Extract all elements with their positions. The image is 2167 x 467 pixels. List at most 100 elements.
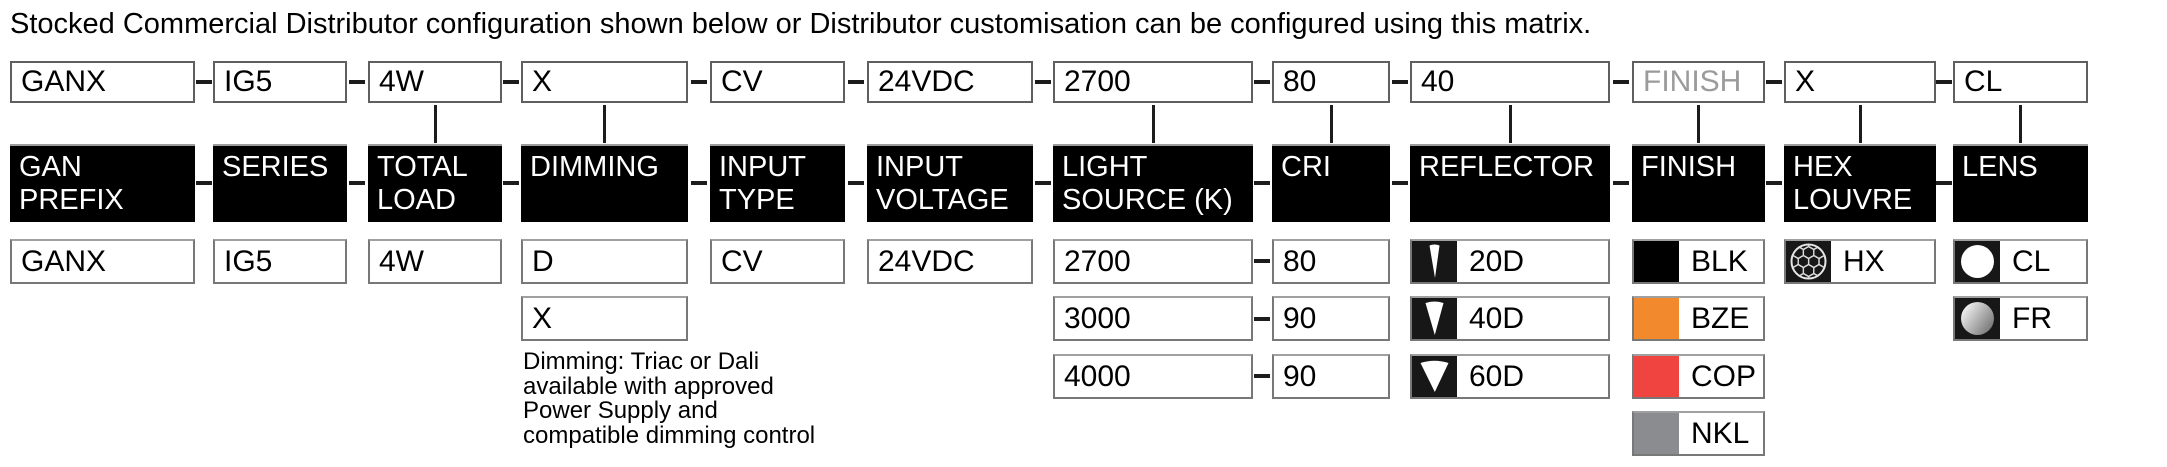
option-label: 4W: [379, 244, 424, 278]
header-series: SERIES: [213, 144, 347, 222]
option-label: 4000: [1064, 359, 1131, 393]
option-label: 80: [1283, 244, 1317, 278]
option-label: 60D: [1469, 359, 1525, 393]
option-2700k: 2700: [1053, 239, 1253, 284]
dash: [503, 181, 519, 185]
option-label: 2700: [1064, 244, 1131, 278]
option-3000k: 3000: [1053, 296, 1253, 341]
column-dimming: X DIMMING D X Dimming: Triac or Dali ava…: [521, 0, 815, 467]
option-label: X: [532, 301, 553, 335]
header-finish: FINISH: [1632, 144, 1765, 222]
option-label: CV: [721, 244, 763, 278]
dash: [1254, 181, 1270, 185]
column-input-type: CV INPUT TYPE CV: [710, 0, 845, 467]
option-label: BLK: [1691, 244, 1748, 278]
option-ig5: IG5: [213, 239, 347, 284]
dash: [1392, 80, 1408, 84]
connector-line: [603, 105, 606, 143]
header-hex-louvre: HEX LOUVRE: [1784, 144, 1936, 222]
option-label: CL: [2012, 244, 2051, 278]
dash: [848, 80, 864, 84]
connector-line: [434, 105, 437, 143]
option-hex-louvre-hx: HX: [1784, 239, 1936, 284]
dash: [1392, 181, 1408, 185]
option-ganx: GANX: [10, 239, 195, 284]
connector-line: [1152, 105, 1155, 143]
connector-line: [1859, 105, 1862, 143]
beam-medium-icon: [1412, 298, 1457, 339]
option-label: 40D: [1469, 301, 1525, 335]
page-title: Stocked Commercial Distributor configura…: [10, 8, 1592, 40]
dash: [848, 181, 864, 185]
option-dimming-x: X: [521, 296, 688, 341]
connector-line: [1509, 105, 1512, 143]
option-finish-blk: BLK: [1632, 239, 1765, 284]
option-reflector-40d: 40D: [1410, 296, 1610, 341]
dash: [1613, 80, 1629, 84]
dash: [1254, 374, 1270, 378]
option-label: FR: [2012, 301, 2052, 335]
code-box-cri: 80: [1272, 61, 1390, 103]
copper-swatch: [1634, 356, 1679, 397]
code-box-total-load: 4W: [368, 61, 502, 103]
code-box-hex-louvre: X: [1784, 61, 1936, 103]
code-box-input-voltage: 24VDC: [867, 61, 1033, 103]
column-input-voltage: 24VDC INPUT VOLTAGE 24VDC: [867, 0, 1033, 467]
dash: [1254, 259, 1270, 263]
header-input-voltage: INPUT VOLTAGE: [867, 144, 1033, 222]
code-box-series: IG5: [213, 61, 347, 103]
column-light-source: 2700 LIGHT SOURCE (K) 2700 3000 4000: [1053, 0, 1253, 467]
header-cri: CRI: [1272, 144, 1390, 222]
connector-line: [2019, 105, 2022, 143]
dash: [196, 181, 212, 185]
dash: [349, 80, 365, 84]
dash: [196, 80, 212, 84]
option-label: D: [532, 244, 554, 278]
code-box-reflector: 40: [1410, 61, 1610, 103]
connector-line: [1697, 105, 1700, 143]
option-finish-nkl: NKL: [1632, 411, 1765, 456]
column-hex-louvre: X HEX LOUVRE: [1784, 0, 1936, 467]
option-cv: CV: [710, 239, 845, 284]
black-swatch: [1634, 241, 1679, 282]
option-dimming-d: D: [521, 239, 688, 284]
header-dimming: DIMMING: [521, 144, 688, 222]
column-reflector: 40 REFLECTOR 20D 40D 60D: [1410, 0, 1610, 467]
column-lens: CL LENS CL FR: [1953, 0, 2088, 467]
column-finish: FINISH FINISH BLK BZE COP NKL: [1632, 0, 1765, 467]
header-reflector: REFLECTOR: [1410, 144, 1610, 222]
dash: [691, 80, 707, 84]
code-box-light-source: 2700: [1053, 61, 1253, 103]
option-24vdc: 24VDC: [867, 239, 1033, 284]
header-total-load: TOTAL LOAD: [368, 144, 502, 222]
dash: [1035, 80, 1051, 84]
option-label: 90: [1283, 359, 1317, 393]
code-box-finish: FINISH: [1632, 61, 1765, 103]
option-label: NKL: [1691, 416, 1750, 450]
dash: [1035, 181, 1051, 185]
option-label: 90: [1283, 301, 1317, 335]
option-label: HX: [1843, 244, 1885, 278]
option-finish-cop: COP: [1632, 354, 1765, 399]
dash: [1613, 181, 1629, 185]
code-box-dimming: X: [521, 61, 688, 103]
column-total-load: 4W TOTAL LOAD 4W: [368, 0, 502, 467]
hex-louvre-icon: [1786, 241, 1831, 282]
lens-clear-icon: [1955, 241, 2000, 282]
option-label: GANX: [21, 244, 107, 278]
option-4000k: 4000: [1053, 354, 1253, 399]
dash: [1936, 181, 1952, 185]
dash: [1766, 80, 1782, 84]
option-finish-bze: BZE: [1632, 296, 1765, 341]
column-series: IG5 SERIES IG5: [213, 0, 347, 467]
option-reflector-60d: 60D: [1410, 354, 1610, 399]
option-label: 24VDC: [878, 244, 975, 278]
option-cri-90a: 90: [1272, 296, 1390, 341]
column-cri: 80 CRI 80 90 90: [1272, 0, 1390, 467]
code-box-input-type: CV: [710, 61, 845, 103]
nickel-swatch: [1634, 413, 1679, 454]
option-label: BZE: [1691, 301, 1750, 335]
header-light-source: LIGHT SOURCE (K): [1053, 144, 1253, 222]
option-label: IG5: [224, 244, 273, 278]
